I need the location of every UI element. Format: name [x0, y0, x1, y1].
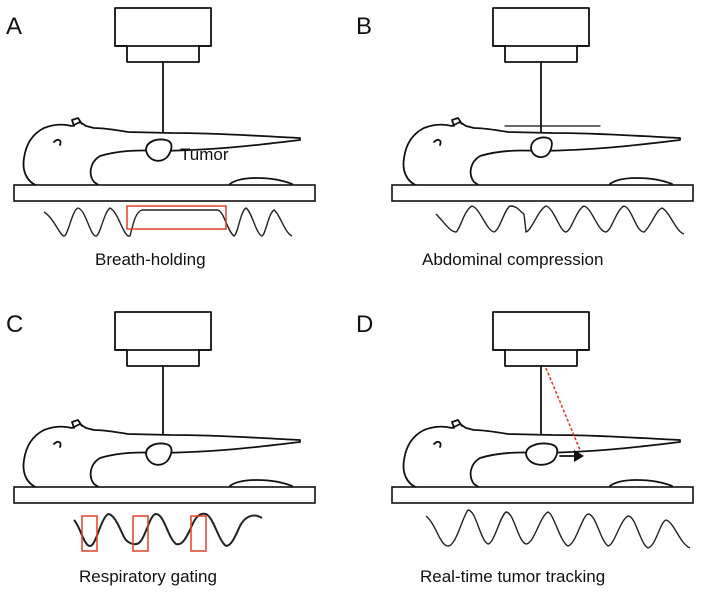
treatment-couch-icon: [13, 486, 316, 504]
tumor-icon: [145, 138, 173, 162]
treatment-couch-icon: [391, 184, 694, 202]
linac-head-icon: [114, 7, 212, 63]
breathing-waveform-icon: [435, 205, 685, 235]
caption-b: Abdominal compression: [422, 250, 603, 269]
breathing-waveform-icon: [43, 207, 293, 237]
panel-letter-d: D: [356, 311, 373, 338]
panel-c: C Respiratory gating: [6, 311, 316, 586]
panel-letter-c: C: [6, 311, 23, 338]
panel-d: D Real-time tumor tracking: [356, 311, 694, 586]
panel-letter-b: B: [356, 13, 372, 40]
motion-arrow-head: [574, 450, 584, 462]
gating-window-3: [190, 515, 207, 552]
panel-letter-a: A: [6, 13, 22, 40]
breathing-waveform-icon: [73, 512, 263, 547]
panel-a: A Tumor Breath-holding: [6, 7, 316, 269]
tumor-icon: [525, 442, 559, 466]
breathing-waveform-icon: [425, 509, 691, 549]
breath-hold-highlight: [126, 205, 227, 230]
caption-a: Breath-holding: [95, 250, 206, 269]
gating-window-2: [132, 515, 149, 552]
linac-head-icon: [492, 311, 590, 367]
tumor-label: Tumor: [180, 145, 229, 164]
treatment-couch-icon: [391, 486, 694, 504]
linac-head-icon: [114, 311, 212, 367]
linac-head-icon: [492, 7, 590, 63]
caption-c: Respiratory gating: [79, 567, 217, 586]
panel-b: B Abdominal compression: [356, 7, 694, 269]
gating-window-1: [81, 515, 98, 552]
caption-d: Real-time tumor tracking: [420, 567, 605, 586]
tumor-icon: [145, 442, 173, 466]
treatment-couch-icon: [13, 184, 316, 202]
tumor-icon: [530, 136, 553, 159]
